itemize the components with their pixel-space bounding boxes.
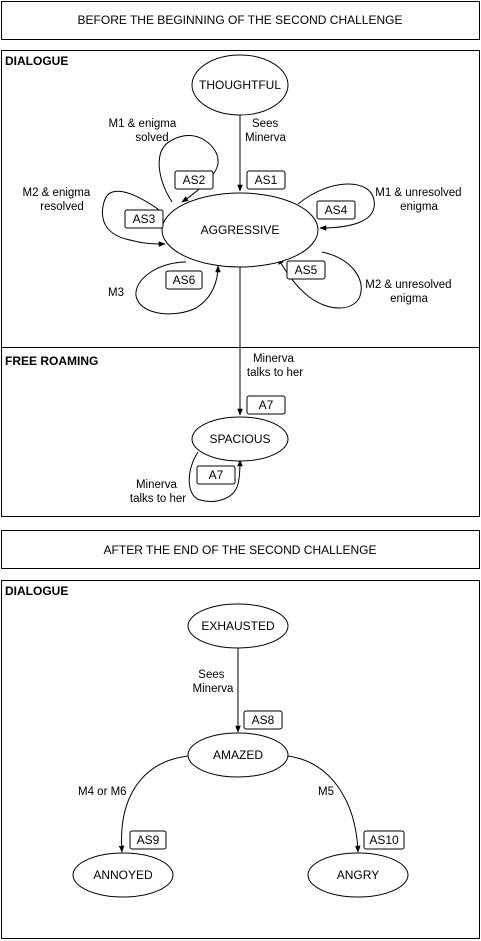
trigger-minerva-talks-2: Minerva talks to her (130, 479, 186, 505)
trigger-m1-unresolved: M1 & unresolved enigma (375, 187, 465, 213)
action-tag-as9: AS9 (129, 830, 167, 850)
edge-loop-as4 (297, 183, 375, 231)
edge-loop-as3 (102, 190, 166, 247)
edge-amazed-to-annoyed (118, 755, 189, 853)
state-exhausted-label: EXHAUSTED (201, 619, 275, 633)
state-annoyed: ANNOYED (72, 852, 174, 898)
trigger-sees-minerva-1: Sees Minerva (245, 118, 287, 144)
section-dialogue-2-label: DIALOGUE (5, 584, 68, 598)
state-spacious-label: SPACIOUS (209, 432, 270, 446)
state-angry-label: ANGRY (337, 868, 379, 882)
header-after-text: AFTER THE END OF THE SECOND CHALLENGE (104, 543, 377, 557)
state-aggressive-label: AGGRESSIVE (201, 223, 280, 237)
state-exhausted: EXHAUSTED (187, 603, 289, 649)
action-tag-as4: AS4 (316, 200, 356, 220)
edge-amazed-to-angry (287, 755, 361, 853)
state-thoughtful-label: THOUGHTFUL (199, 78, 281, 92)
trigger-sees-minerva-2: Sees Minerva (193, 669, 235, 695)
section-dialogue-1-label: DIALOGUE (5, 54, 68, 68)
edge-loop-as6 (135, 261, 221, 315)
action-tag-as2: AS2 (174, 170, 214, 190)
trigger-m3: M3 (108, 287, 124, 299)
edge-loop-a7 (188, 451, 243, 502)
trigger-m2-resolved: M2 & enigma resolved (23, 187, 94, 213)
action-as4-label: AS4 (325, 203, 348, 217)
state-spacious: SPACIOUS (191, 416, 289, 462)
header-before: BEFORE THE BEGINNING OF THE SECOND CHALL… (1, 1, 480, 40)
action-tag-as1: AS1 (246, 170, 286, 190)
action-tag-as3: AS3 (124, 209, 164, 229)
action-as2-label: AS2 (183, 173, 206, 187)
action-tag-as10: AS10 (363, 830, 405, 850)
state-amazed: AMAZED (187, 732, 289, 778)
action-as5-label: AS5 (295, 263, 318, 277)
state-annoyed-label: ANNOYED (93, 868, 153, 882)
action-a7-loop-label: A7 (209, 468, 224, 482)
trigger-m4-or-m6: M4 or M6 (78, 786, 127, 798)
action-as3-label: AS3 (133, 212, 156, 226)
trigger-m2-unresolved: M2 & unresolved enigma (365, 279, 455, 305)
action-as6-label: AS6 (173, 273, 196, 287)
action-as1-label: AS1 (255, 173, 278, 187)
header-after: AFTER THE END OF THE SECOND CHALLENGE (1, 530, 480, 569)
trigger-minerva-talks-1: Minerva talks to her (247, 353, 303, 379)
trigger-m1-solved: M1 & enigma solved (109, 118, 180, 144)
header-before-text: BEFORE THE BEGINNING OF THE SECOND CHALL… (78, 13, 403, 27)
action-tag-as6: AS6 (165, 270, 203, 290)
edge-loop-as5 (277, 251, 362, 309)
state-thoughtful: THOUGHTFUL (191, 54, 289, 116)
action-tag-as5: AS5 (286, 260, 326, 280)
action-tag-a7-loop: A7 (196, 465, 236, 485)
state-amazed-label: AMAZED (213, 748, 263, 762)
section-free-roaming-label: FREE ROAMING (5, 354, 98, 368)
action-as9-label: AS9 (137, 833, 160, 847)
action-a7-top-label: A7 (259, 398, 274, 412)
action-as8-label: AS8 (252, 713, 275, 727)
state-aggressive: AGGRESSIVE (161, 192, 319, 268)
action-tag-a7-top: A7 (246, 395, 286, 415)
action-tag-as8: AS8 (243, 710, 283, 730)
state-angry: ANGRY (307, 852, 409, 898)
action-as10-label: AS10 (369, 833, 399, 847)
trigger-m5: M5 (318, 786, 334, 798)
